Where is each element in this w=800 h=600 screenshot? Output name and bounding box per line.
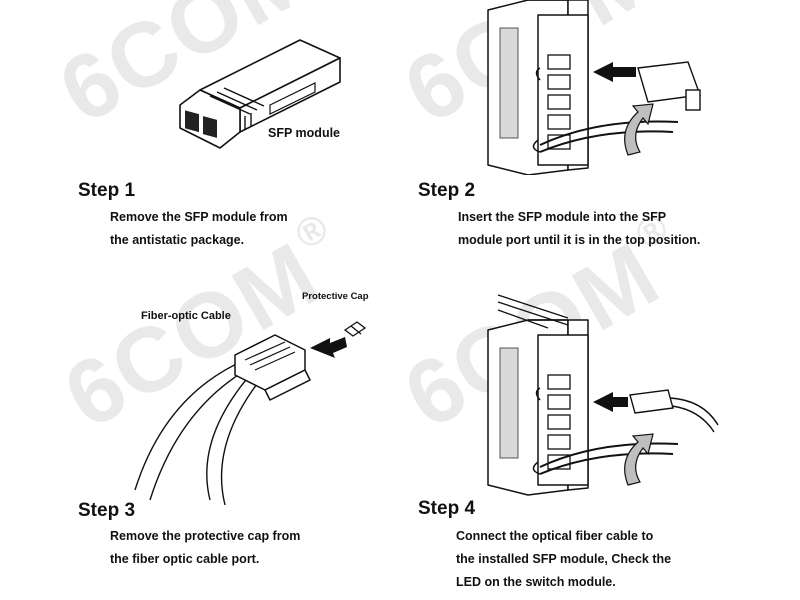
step-3-title: Step 3 bbox=[78, 500, 136, 521]
sfp-module-label: SFP module bbox=[268, 126, 341, 140]
switch-insertion-illustration bbox=[487, 0, 701, 175]
step-1-text: Remove the SFP module from the antistati… bbox=[110, 206, 288, 252]
protective-cap-label: Protective Cap bbox=[302, 291, 369, 302]
step-4-text: Connect the optical fiber cable to the i… bbox=[456, 525, 671, 594]
step-2-line-2: module port until it is in the top posit… bbox=[458, 233, 701, 247]
step-4-line-1: Connect the optical fiber cable to bbox=[456, 529, 654, 543]
step-1-title: Step 1 bbox=[78, 180, 136, 201]
step-2-title: Step 2 bbox=[418, 180, 476, 201]
step-2-text: Insert the SFP module into the SFP modul… bbox=[458, 206, 700, 252]
step-4-line-3: LED on the switch module. bbox=[456, 575, 616, 589]
sfp-module-illustration bbox=[179, 39, 341, 149]
step-1-line-1: Remove the SFP module from bbox=[110, 210, 288, 224]
step-2-line-1: Insert the SFP module into the SFP bbox=[458, 210, 667, 224]
step-4-line-2: the installed SFP module, Check the bbox=[456, 552, 672, 566]
step-3-line-1: Remove the protective cap from bbox=[110, 529, 301, 543]
step-3-text: Remove the protective cap from the fiber… bbox=[110, 525, 300, 571]
step-3-line-2: the fiber optic cable port. bbox=[110, 552, 260, 566]
step-4-title: Step 4 bbox=[418, 498, 476, 519]
fiber-optic-cable-label: Fiber-optic Cable bbox=[141, 310, 231, 322]
fiber-cable-illustration bbox=[134, 321, 367, 506]
step-1-line-2: the antistatic package. bbox=[110, 233, 245, 247]
switch-cable-connect-illustration bbox=[487, 294, 719, 496]
